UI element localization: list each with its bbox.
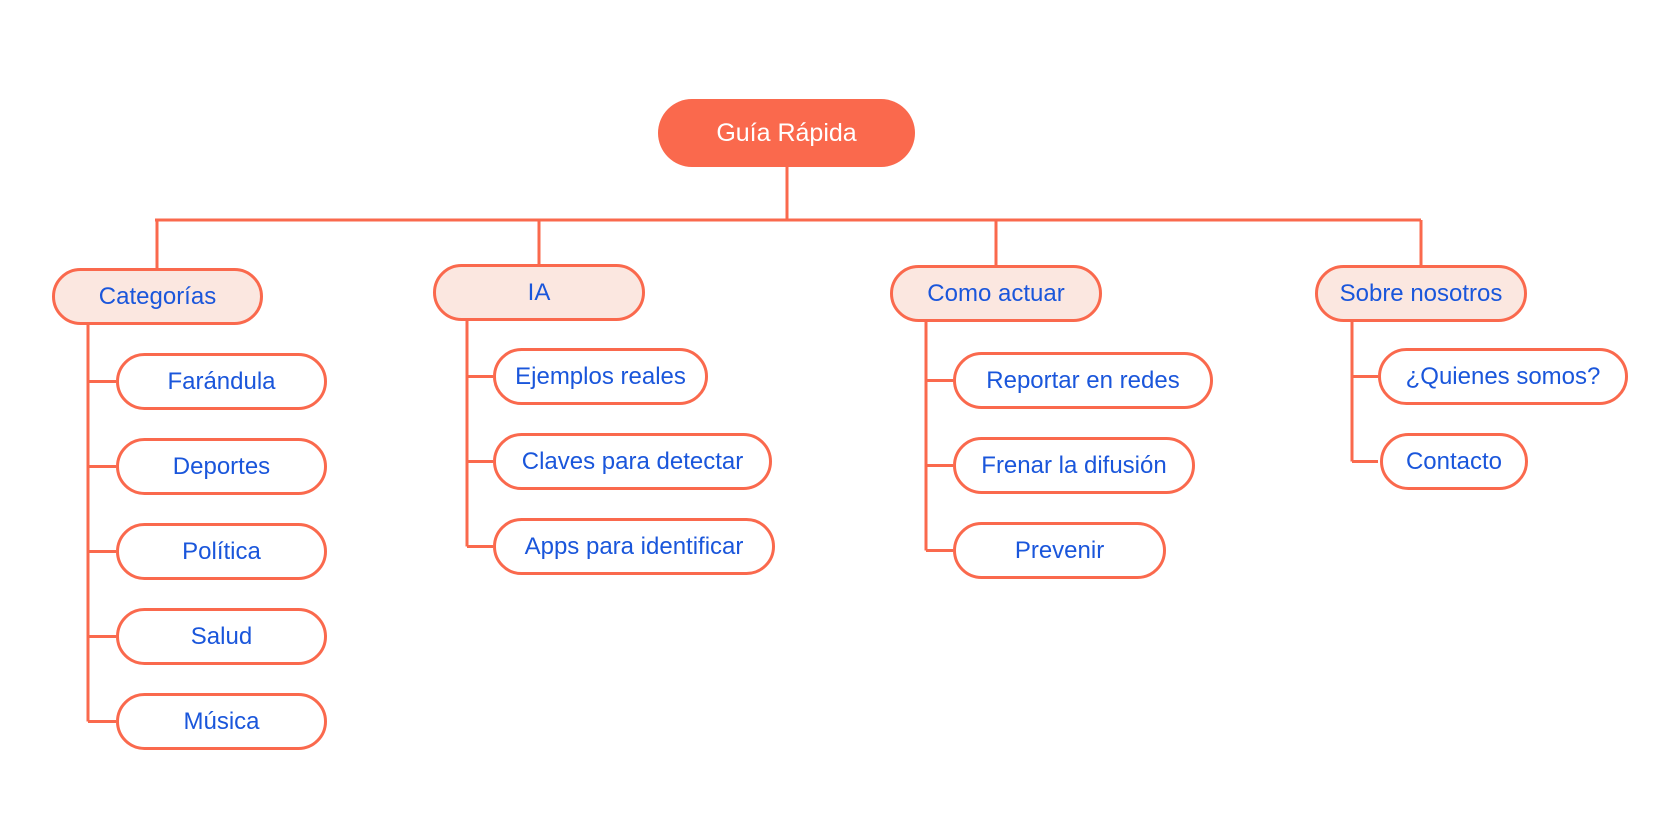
child-node-claves-para-detectar[interactable]: Claves para detectar [493, 433, 772, 490]
node-label: Frenar la difusión [981, 451, 1167, 479]
node-label: IA [527, 278, 551, 306]
tree-connector-path [86, 167, 1423, 723]
node-label: Ejemplos reales [515, 362, 686, 390]
node-label: Categorías [98, 282, 217, 310]
root-node-guia-rapida[interactable]: Guía Rápida [658, 99, 915, 167]
child-node-prevenir[interactable]: Prevenir [953, 522, 1166, 579]
node-label: Política [182, 537, 261, 565]
node-label: Guía Rápida [716, 118, 857, 147]
branch-node-como-actuar[interactable]: Como actuar [890, 265, 1102, 322]
child-node-farandula[interactable]: Farándula [116, 353, 327, 410]
node-label: Farándula [167, 367, 276, 395]
node-label: Música [183, 707, 260, 735]
child-node-politica[interactable]: Política [116, 523, 327, 580]
branch-node-ia[interactable]: IA [433, 264, 645, 321]
child-node-ejemplos-reales[interactable]: Ejemplos reales [493, 348, 708, 405]
node-label: Prevenir [1014, 536, 1105, 564]
child-node-salud[interactable]: Salud [116, 608, 327, 665]
child-node-quienes-somos[interactable]: ¿Quienes somos? [1378, 348, 1628, 405]
branch-node-sobre-nosotros[interactable]: Sobre nosotros [1315, 265, 1527, 322]
child-node-reportar-en-redes[interactable]: Reportar en redes [953, 352, 1213, 409]
child-node-musica[interactable]: Música [116, 693, 327, 750]
child-node-frenar-la-difusion[interactable]: Frenar la difusión [953, 437, 1195, 494]
node-label: Claves para detectar [521, 447, 744, 475]
node-label: Apps para identificar [524, 532, 744, 560]
node-label: ¿Quienes somos? [1405, 362, 1601, 390]
node-label: Contacto [1405, 447, 1503, 475]
node-label: Salud [190, 622, 253, 650]
child-node-apps-para-identificar[interactable]: Apps para identificar [493, 518, 775, 575]
branch-node-categorias[interactable]: Categorías [52, 268, 263, 325]
node-label: Sobre nosotros [1339, 279, 1503, 307]
child-node-contacto[interactable]: Contacto [1380, 433, 1528, 490]
node-label: Reportar en redes [986, 366, 1180, 394]
node-label: Deportes [172, 452, 271, 480]
node-label: Como actuar [927, 279, 1065, 307]
child-node-deportes[interactable]: Deportes [116, 438, 327, 495]
